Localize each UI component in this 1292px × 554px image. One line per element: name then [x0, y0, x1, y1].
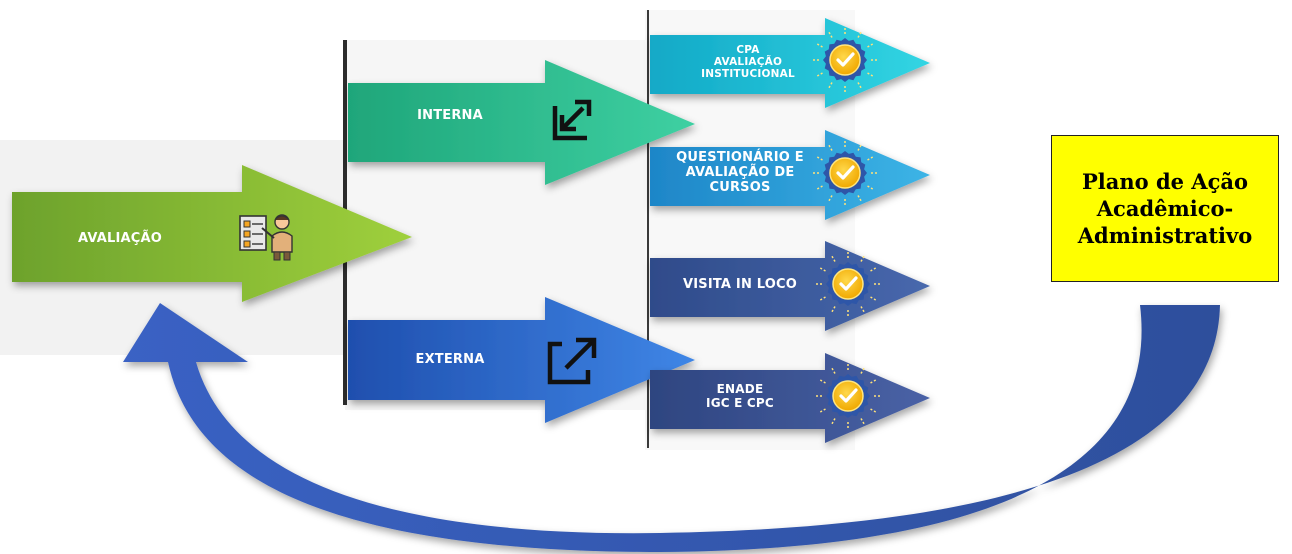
arrow-out-icon — [547, 337, 597, 385]
item-arrow-cpa — [650, 18, 930, 108]
person-presenting-checklist-icon — [239, 214, 293, 261]
plano-de-acao-box: Plano de Ação Acadêmico- Administrativo — [1051, 135, 1279, 282]
check-badge-icon — [815, 363, 881, 429]
externa-label: EXTERNA — [415, 352, 485, 367]
main-avaliacao-arrow — [12, 165, 412, 302]
item-arrow-questionario — [650, 130, 930, 220]
interna-branch-arrow — [348, 60, 695, 185]
plan-line-3: Administrativo — [1077, 223, 1253, 249]
plan-line-1: Plano de Ação — [1081, 168, 1248, 194]
item-label-questionario: QUESTIONÁRIO E AVALIAÇÃO DE CURSOS — [676, 150, 804, 195]
item-label-cpa: CPA AVALIAÇÃO INSTITUCIONAL — [701, 44, 795, 81]
check-badge-icon — [815, 251, 881, 317]
check-badge-icon — [812, 140, 878, 206]
externa-branch-arrow — [348, 297, 695, 423]
item-label-visita: VISITA IN LOCO — [682, 277, 798, 292]
avaliacao-label: AVALIAÇÃO — [77, 231, 163, 246]
item-arrow-enade — [650, 353, 930, 443]
interna-label: INTERNA — [417, 108, 483, 123]
check-badge-icon — [812, 27, 878, 93]
plan-line-2: Acadêmico- — [1096, 195, 1234, 221]
arrow-in-icon — [552, 99, 592, 141]
item-label-enade: ENADE IGC E CPC — [706, 382, 774, 410]
item-arrow-visita — [650, 241, 930, 331]
